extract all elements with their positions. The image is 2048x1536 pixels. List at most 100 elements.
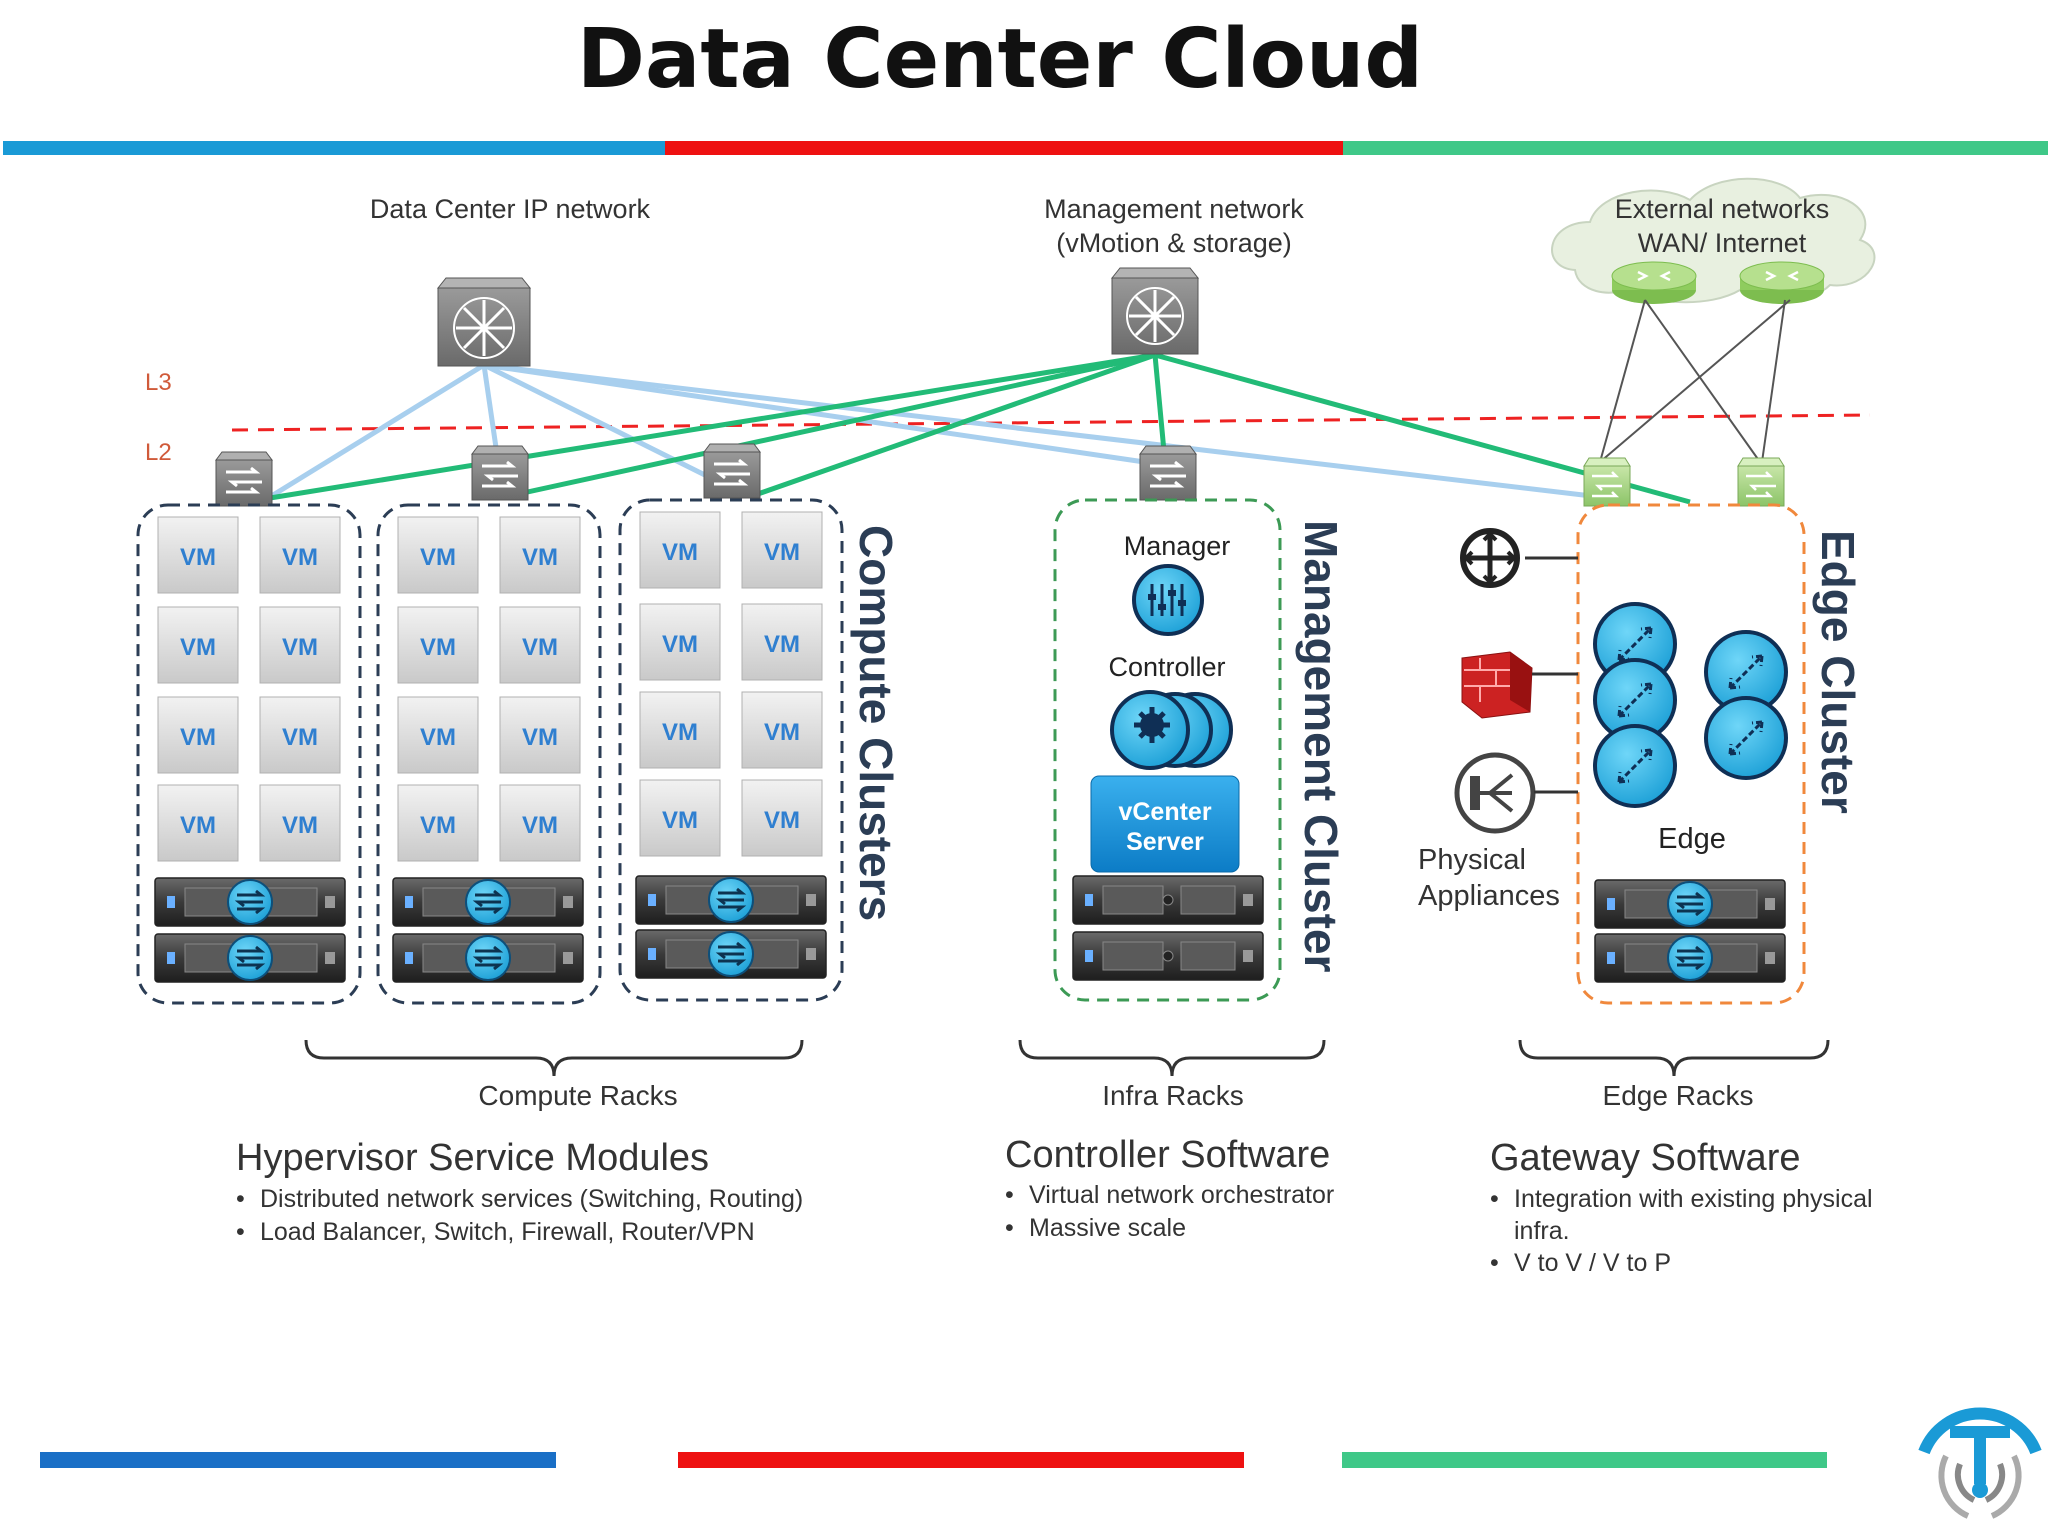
edge-cluster — [1576, 503, 1806, 1005]
vm-tile — [397, 606, 479, 684]
controller-bullet-2: Massive scale — [1029, 1214, 1186, 1242]
vm-tile — [259, 696, 341, 774]
switch-icon — [1582, 456, 1632, 508]
vm-tile — [499, 516, 581, 594]
external-network-label-2: WAN/ Internet — [1638, 228, 1807, 258]
vcenter-server-badge: vCenter Server — [1090, 775, 1240, 873]
hypervisor-bullet-1: Distributed network services (Switching,… — [260, 1185, 803, 1213]
server-icon — [153, 876, 347, 928]
wan-links — [1599, 299, 1791, 463]
compute-cluster-3 — [618, 498, 844, 1002]
router-icon — [1610, 260, 1698, 306]
vm-tile — [741, 691, 823, 769]
vm-grid-3 — [639, 511, 823, 857]
svg-text:•: • — [236, 1218, 245, 1246]
svg-text:•: • — [236, 1185, 245, 1213]
controller-label: Controller — [1108, 652, 1225, 682]
controller-heading: Controller Software — [1005, 1134, 1330, 1176]
vm-tile — [397, 784, 479, 862]
vm-tile — [499, 606, 581, 684]
server-icon — [391, 932, 585, 984]
vm-tile — [499, 784, 581, 862]
hypervisor-bullet-2: Load Balancer, Switch, Firewall, Router/… — [260, 1218, 755, 1246]
switch-icon — [214, 450, 274, 508]
vm-grid-2 — [397, 516, 581, 862]
l3-label: L3 — [145, 369, 172, 396]
l2-l3-boundary — [231, 413, 1871, 432]
physical-appliances-label-2: Appliances — [1418, 880, 1560, 912]
l2-label: L2 — [145, 439, 172, 466]
firewall-icon — [1461, 651, 1533, 719]
server-icon — [1593, 878, 1787, 930]
switch-icon — [1110, 267, 1200, 355]
hypervisor-heading: Hypervisor Service Modules — [236, 1137, 709, 1179]
physical-appliances-label-1: Physical — [1418, 844, 1526, 876]
vm-tile — [499, 696, 581, 774]
mgmt-network-label-2: (vMotion & storage) — [1056, 228, 1292, 258]
edge-racks-label: Edge Racks — [1603, 1080, 1754, 1111]
server-icon — [634, 874, 828, 926]
vm-tile — [639, 603, 721, 681]
switch-icon — [702, 442, 762, 500]
infra-racks-label: Infra Racks — [1102, 1080, 1244, 1111]
vm-tile — [741, 779, 823, 857]
compute-cluster-1 — [136, 503, 362, 1005]
svg-text:•: • — [1490, 1249, 1499, 1277]
top-bar-green — [1343, 141, 2048, 155]
edge-cluster-label: Edge Cluster — [1812, 530, 1864, 814]
vm-tile — [157, 784, 239, 862]
vm-tile — [639, 779, 721, 857]
logo-icon — [1918, 1407, 2042, 1519]
physical-appliance-icon — [1454, 752, 1536, 834]
management-cluster-label: Management Cluster — [1295, 520, 1347, 973]
gateway-bullet-1b: infra. — [1514, 1217, 1570, 1245]
vm-tile — [639, 511, 721, 589]
external-network-label-1: External networks — [1615, 194, 1830, 224]
ip-network-links — [263, 362, 1601, 503]
vm-tile — [259, 606, 341, 684]
compute-cluster-2 — [376, 503, 602, 1005]
top-bar-red — [665, 141, 1343, 155]
server-icon — [634, 928, 828, 980]
vcenter-label-1: vCenter — [1118, 798, 1211, 826]
bottom-bar-blue — [40, 1452, 556, 1468]
router-icon — [1460, 528, 1520, 588]
server-icon — [1072, 875, 1264, 925]
vm-tile — [157, 696, 239, 774]
edge-node-icon — [1704, 696, 1788, 780]
controller-bullet-1: Virtual network orchestrator — [1029, 1181, 1334, 1209]
controller-icon — [1110, 690, 1233, 770]
router-icon — [1738, 260, 1826, 306]
switch-icon — [1138, 444, 1198, 502]
bottom-bar-green — [1342, 1452, 1827, 1468]
vm-tile — [741, 511, 823, 589]
svg-text:•: • — [1005, 1181, 1014, 1209]
compute-clusters-label: Compute Clusters — [850, 525, 902, 921]
vm-tile — [639, 691, 721, 769]
vm-tile — [259, 516, 341, 594]
vm-tile — [157, 516, 239, 594]
server-icon — [1072, 931, 1264, 981]
switch-icon — [470, 444, 530, 502]
gateway-heading: Gateway Software — [1490, 1137, 1800, 1179]
svg-text:•: • — [1490, 1185, 1499, 1213]
top-bar-blue — [3, 141, 665, 155]
svg-text:•: • — [1005, 1214, 1014, 1242]
page-title: Data Center Cloud — [576, 12, 1424, 107]
switch-icon — [436, 277, 532, 367]
manager-icon — [1132, 564, 1204, 636]
dc-ip-network-label: Data Center IP network — [370, 194, 651, 224]
manager-label: Manager — [1124, 531, 1231, 561]
mgmt-network-label-1: Management network — [1044, 194, 1304, 224]
server-icon — [153, 932, 347, 984]
server-icon — [1593, 932, 1787, 984]
mgmt-network-links — [269, 352, 1691, 505]
vm-tile — [259, 784, 341, 862]
rack-braces — [304, 1039, 1830, 1077]
bottom-bar-red — [678, 1452, 1244, 1468]
switch-icon — [1736, 456, 1786, 508]
server-icon — [391, 876, 585, 928]
vm-tile — [397, 516, 479, 594]
vm-grid-1 — [157, 516, 341, 862]
